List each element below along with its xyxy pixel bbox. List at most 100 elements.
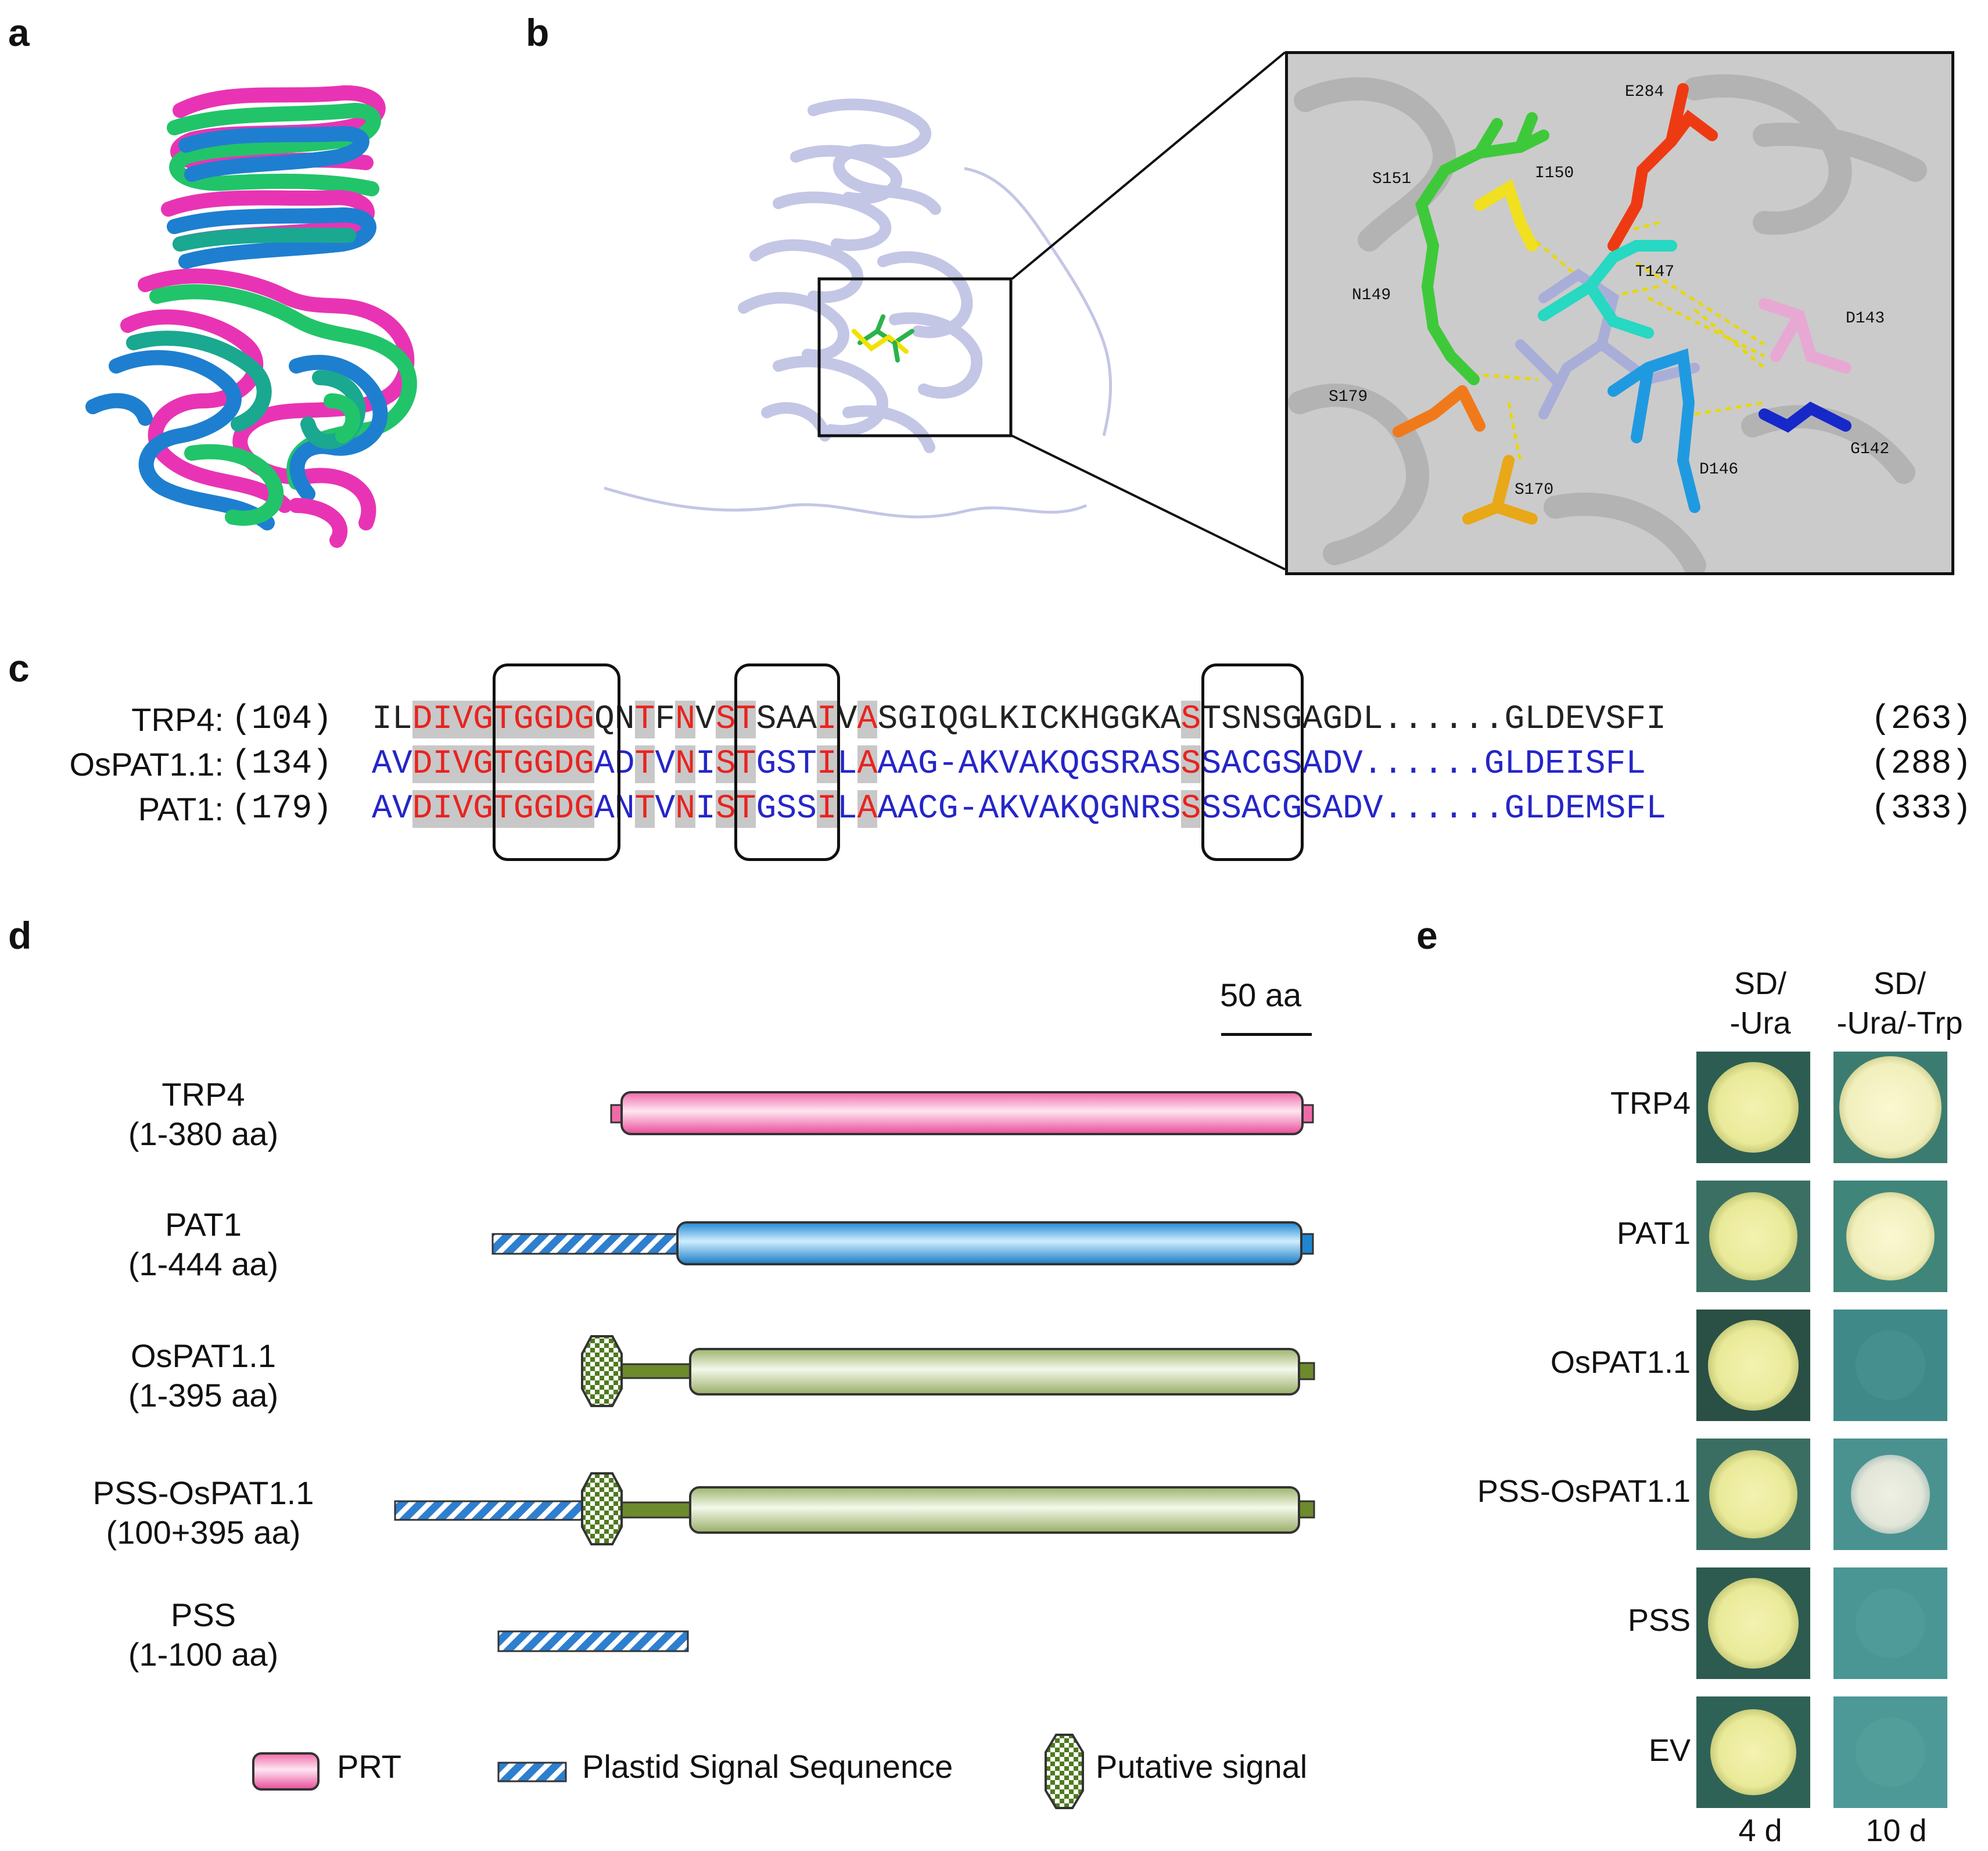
residue-char: . bbox=[1444, 790, 1464, 828]
zoom-connector bbox=[1011, 51, 1286, 571]
residue-char: C bbox=[917, 790, 938, 828]
residue-char: I bbox=[432, 701, 453, 738]
residue-char: D bbox=[554, 745, 575, 783]
residue-char: L bbox=[1524, 790, 1545, 828]
residue-char: A bbox=[1221, 745, 1241, 783]
alignment-name-pat1: PAT1: bbox=[138, 791, 224, 827]
residue-char: I bbox=[816, 745, 837, 783]
residue-char: . bbox=[1403, 701, 1424, 738]
residue-char: A bbox=[1160, 701, 1181, 738]
column-header-sd-ura-trp-line2: -Ura/-Trp bbox=[1836, 1005, 1963, 1041]
residue-label-n149: N149 bbox=[1352, 286, 1391, 304]
timepoint-10d: 10 d bbox=[1865, 1813, 1927, 1848]
construct-range-ospat11: (1-395 aa) bbox=[128, 1377, 279, 1414]
alignment-seq-trp4: ILDIVGTGGDGQNTFNVSTSAAIVASGIQGLKICKHGGKA… bbox=[372, 701, 1666, 738]
residue-char: D bbox=[412, 745, 433, 783]
panel-letter-c: c bbox=[8, 647, 30, 690]
residue-char: K bbox=[1059, 790, 1080, 828]
residue-char: L bbox=[1646, 790, 1666, 828]
column-header-sd-ura-trp: SD/-Ura/-Trp bbox=[1813, 964, 1987, 1043]
residue-char: A bbox=[978, 790, 999, 828]
residue-char: V bbox=[695, 701, 716, 738]
alignment-start-pat1: (179) bbox=[231, 790, 333, 828]
residue-char: T bbox=[735, 790, 756, 828]
residue-char: A bbox=[877, 745, 898, 783]
residue-char: A bbox=[857, 745, 878, 783]
residue-char: A bbox=[857, 701, 878, 738]
residue-char: A bbox=[1039, 790, 1060, 828]
residue-char: A bbox=[1322, 790, 1343, 828]
construct-label-pss: PSS(1-100 aa) bbox=[76, 1595, 331, 1675]
residue-char: L bbox=[1504, 745, 1525, 783]
residue-char: Q bbox=[594, 701, 615, 738]
residue-char: A bbox=[877, 790, 898, 828]
panel-letter-d: d bbox=[8, 914, 32, 957]
construct-label-trp4: TRP4(1-380 aa) bbox=[76, 1075, 331, 1154]
residue-char: . bbox=[1423, 701, 1444, 738]
residue-char: A bbox=[372, 745, 392, 783]
alignment-end-pat1: (333) bbox=[1871, 790, 1972, 828]
construct-range-pat1: (1-444 aa) bbox=[128, 1246, 279, 1283]
strain-label-ev: EV bbox=[1648, 1733, 1691, 1768]
residue-label-i150: I150 bbox=[1535, 164, 1574, 182]
legend-prt-label: PRT bbox=[337, 1748, 401, 1785]
construct-range-pss: (1-100 aa) bbox=[128, 1636, 279, 1673]
residue-char: V bbox=[1019, 790, 1039, 828]
motif-box-1 bbox=[493, 663, 620, 861]
residue-char: D bbox=[412, 701, 433, 738]
residue-char: A bbox=[594, 790, 615, 828]
residue-char: K bbox=[1039, 745, 1060, 783]
residue-char: . bbox=[1444, 701, 1464, 738]
residue-char: A bbox=[796, 701, 817, 738]
construct-diagram: 50 aa TRP4(1-380 aa) PAT1(1-444 aa) OsPA… bbox=[0, 953, 1348, 1836]
panel-letter-e: e bbox=[1416, 914, 1438, 957]
residue-char: G bbox=[1100, 701, 1121, 738]
residue-char: A bbox=[958, 745, 979, 783]
residue-char: D bbox=[412, 790, 433, 828]
residue-char: G bbox=[1504, 790, 1525, 828]
residue-char: N bbox=[1241, 701, 1262, 738]
residue-char: D bbox=[1322, 745, 1343, 783]
residue-char: . bbox=[1423, 790, 1444, 828]
residue-char: S bbox=[1585, 745, 1606, 783]
residue-char: G bbox=[533, 701, 554, 738]
yeast-growth-assay: SD/-Ura SD/-Ura/-Trp TRP4 PAT1 OsPAT1.1 … bbox=[1418, 953, 1988, 1848]
residue-char: K bbox=[999, 701, 1019, 738]
residue-char: V bbox=[1343, 745, 1363, 783]
construct-label-pat1: PAT1(1-444 aa) bbox=[76, 1205, 331, 1285]
residue-char: G bbox=[513, 701, 534, 738]
strain-label-trp4: TRP4 bbox=[1610, 1086, 1691, 1121]
residue-char: S bbox=[756, 701, 777, 738]
legend-putative-label: Putative signal bbox=[1096, 1748, 1308, 1785]
residue-char: G bbox=[473, 701, 493, 738]
column-header-sd-ura: SD/-Ura bbox=[1691, 964, 1830, 1043]
residue-char: G bbox=[958, 701, 979, 738]
residue-char: T bbox=[735, 745, 756, 783]
residue-char: . bbox=[1444, 745, 1464, 783]
residue-char: I bbox=[816, 701, 837, 738]
residue-char: I bbox=[695, 790, 716, 828]
residue-char: S bbox=[1221, 790, 1241, 828]
residue-char: V bbox=[655, 790, 676, 828]
residue-char: K bbox=[978, 745, 999, 783]
residue-char: Q bbox=[1059, 745, 1080, 783]
alignment-seq-ospat11: AVDIVGTGGDGADTVNISTGSTILAAAG-AKVAKQGSRAS… bbox=[372, 745, 1646, 783]
residue-char: G bbox=[756, 790, 777, 828]
residue-char: S bbox=[1180, 745, 1201, 783]
residue-char: D bbox=[1343, 790, 1363, 828]
residue-char: G bbox=[1120, 701, 1140, 738]
residue-char: A bbox=[372, 790, 392, 828]
residue-char: F bbox=[1625, 701, 1646, 738]
construct-label-ospat11: OsPAT1.1(1-395 aa) bbox=[76, 1336, 331, 1416]
residue-char: N bbox=[1120, 790, 1140, 828]
scale-bar-label: 50 aa bbox=[1220, 977, 1302, 1013]
residue-char: - bbox=[958, 790, 979, 828]
residue-char: G bbox=[1322, 701, 1343, 738]
residue-char: T bbox=[634, 701, 655, 738]
residue-char: S bbox=[715, 701, 736, 738]
column-header-sd-ura-line2: -Ura bbox=[1729, 1005, 1791, 1041]
residue-char: A bbox=[1241, 790, 1262, 828]
residue-char: V bbox=[837, 701, 857, 738]
residue-char: T bbox=[493, 701, 514, 738]
residue-char: . bbox=[1423, 745, 1444, 783]
